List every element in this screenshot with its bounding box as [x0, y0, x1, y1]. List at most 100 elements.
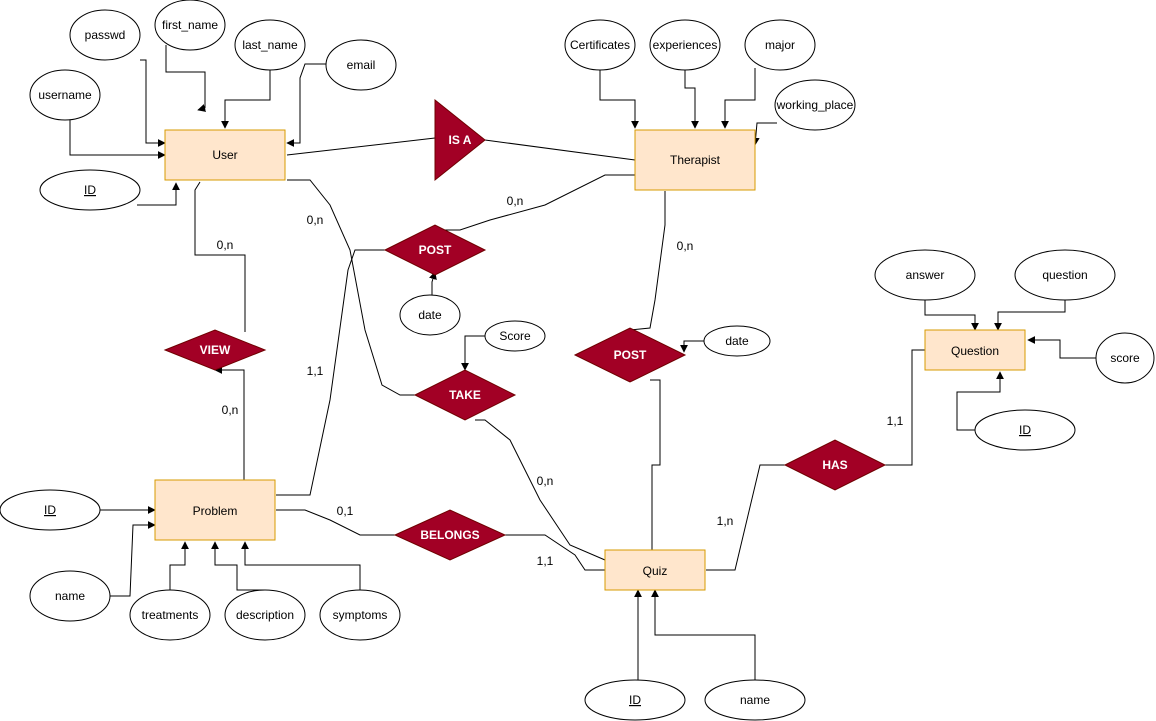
rel-view[interactable]: VIEW: [163, 329, 267, 371]
attr-post-date-label: date: [418, 308, 442, 322]
rel-has-label: HAS: [822, 458, 847, 472]
edge-postquizdate-postquiz: [680, 340, 704, 353]
rel-has[interactable]: HAS: [783, 439, 887, 491]
edge-postquiz-quiz: [650, 379, 680, 551]
edge-experiences-therapist: [684, 70, 699, 129]
attr-question-id-label: ID: [1019, 423, 1031, 437]
card-problem-post: 1,1: [307, 364, 324, 378]
edge-id-user: [137, 182, 180, 206]
attr-first-name[interactable]: first_name: [154, 0, 226, 51]
attr-question-id[interactable]: ID: [974, 409, 1076, 451]
entity-user-label: User: [212, 148, 237, 162]
edge-treatments-problem: [169, 541, 189, 590]
edge-user-isa: [286, 137, 436, 156]
attr-post-quiz-date[interactable]: date: [703, 325, 771, 357]
rel-belongs[interactable]: BELONGS: [393, 509, 507, 561]
attr-major[interactable]: major: [744, 19, 816, 71]
attr-quiz-name-label: name: [740, 693, 770, 707]
edge-major-therapist: [721, 68, 756, 129]
entity-user[interactable]: User: [164, 129, 286, 181]
edge-isa-therapist: [484, 139, 636, 161]
attr-user-id[interactable]: ID: [39, 169, 141, 211]
attr-question-label: question: [1042, 268, 1087, 282]
attr-experiences[interactable]: experiences: [649, 19, 721, 71]
edge-postdate-post: [429, 271, 437, 295]
rel-post-top[interactable]: POST: [383, 224, 487, 276]
attr-working-place[interactable]: working_place: [774, 79, 856, 131]
edge-question-question: [994, 298, 1066, 331]
attr-symptoms[interactable]: symptoms: [319, 589, 401, 641]
attr-passwd[interactable]: passwd: [69, 9, 141, 61]
entity-therapist[interactable]: Therapist: [634, 129, 756, 191]
attr-answer[interactable]: answer: [874, 249, 976, 301]
attr-major-label: major: [765, 38, 795, 52]
card-therapist-post: 0,n: [507, 194, 524, 208]
card-user-take: 0,n: [307, 213, 324, 227]
edge-take-quiz: [475, 419, 606, 561]
rel-post-quiz-label: POST: [614, 348, 647, 362]
rel-post-quiz[interactable]: POST: [573, 327, 687, 383]
attr-quiz-id-label: ID: [629, 693, 641, 707]
edge-firstname-user: [165, 45, 207, 112]
edge-user-take: [287, 179, 416, 396]
edge-score-take: [461, 335, 485, 371]
edge-quiz-has: [706, 464, 785, 571]
rel-post-top-label: POST: [419, 243, 452, 257]
entity-question-label: Question: [951, 344, 999, 358]
attr-email[interactable]: email: [325, 39, 397, 91]
rel-take-label: TAKE: [449, 388, 481, 402]
attr-description[interactable]: description: [224, 589, 306, 641]
entity-problem-label: Problem: [193, 504, 238, 518]
attr-problem-name[interactable]: name: [29, 570, 111, 622]
attr-problem-id[interactable]: ID: [0, 489, 101, 531]
attr-question-score[interactable]: score: [1095, 332, 1155, 384]
cardinalities: 0,n 0,n 0,n 0,n 1,1 0,n 1,1 0,n 0,1 1,n …: [217, 194, 904, 568]
edge-therapist-postquiz: [629, 191, 666, 331]
rel-is-a-label: IS A: [449, 133, 472, 147]
card-belongs-quiz: 1,1: [537, 554, 554, 568]
edge-name-problem: [110, 521, 156, 597]
entity-question[interactable]: Question: [924, 329, 1026, 371]
attr-certificates[interactable]: Certificates: [564, 19, 636, 71]
attr-treatments[interactable]: treatments: [129, 589, 211, 641]
edge-username-user: [69, 120, 166, 159]
edge-has-question: [885, 349, 925, 466]
attr-experiences-label: experiences: [653, 38, 718, 52]
rel-take[interactable]: TAKE: [413, 369, 517, 421]
rel-view-label: VIEW: [200, 343, 231, 357]
attr-question[interactable]: question: [1014, 249, 1116, 301]
attr-post-quiz-date-label: date: [725, 334, 749, 348]
edge-name-quiz: [651, 589, 756, 680]
attr-certificates-label: Certificates: [570, 38, 630, 52]
card-user-view: 0,n: [217, 238, 234, 252]
attr-first-name-label: first_name: [162, 18, 218, 32]
entity-quiz-label: Quiz: [643, 564, 668, 578]
edge-description-problem: [211, 541, 265, 591]
attr-working-place-label: working_place: [776, 98, 854, 112]
edge-email-user: [286, 63, 326, 147]
attr-username-label: username: [38, 88, 92, 102]
edge-user-view: [194, 181, 246, 332]
edge-problem-belongs: [276, 509, 396, 536]
attr-post-date[interactable]: date: [399, 294, 461, 336]
attr-take-score[interactable]: Score: [484, 320, 546, 352]
rel-is-a[interactable]: IS A: [434, 98, 486, 182]
edge-id-question: [956, 371, 1004, 431]
entity-problem[interactable]: Problem: [154, 479, 276, 541]
card-problem-belongs: 0,1: [337, 504, 354, 518]
edge-symptoms-problem: [241, 541, 361, 590]
attr-treatments-label: treatments: [142, 608, 199, 622]
rel-belongs-label: BELONGS: [420, 528, 479, 542]
attr-quiz-id[interactable]: ID: [584, 679, 686, 721]
attr-last-name[interactable]: last_name: [234, 19, 306, 71]
edge-belongs-quiz: [504, 534, 605, 571]
edge-therapist-post: [436, 174, 635, 231]
attr-username[interactable]: username: [29, 69, 101, 121]
attr-last-name-label: last_name: [242, 38, 298, 52]
edge-answer-question: [924, 300, 979, 331]
attr-quiz-name[interactable]: name: [704, 679, 806, 721]
attr-problem-id-label: ID: [44, 503, 56, 517]
edge-problem-post: [276, 249, 386, 496]
entity-quiz[interactable]: Quiz: [604, 549, 706, 591]
